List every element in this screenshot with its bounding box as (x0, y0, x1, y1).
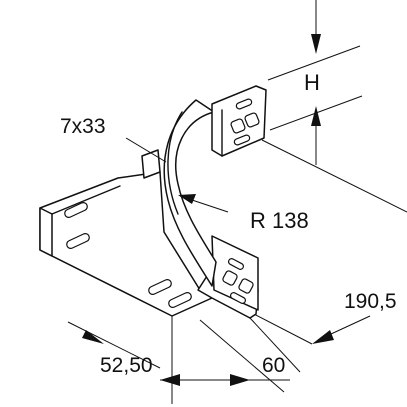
arrow-head (160, 374, 180, 386)
bracket-slot (233, 134, 251, 146)
slot (66, 233, 90, 249)
plate-fold (51, 185, 121, 215)
arrow-head (311, 106, 321, 126)
plate-edge (39, 207, 53, 257)
height-dimension: H (267, 0, 363, 165)
dim-line (67, 321, 161, 369)
slot (64, 202, 88, 218)
radius-callout: R 138 (178, 194, 309, 233)
arrow-head (230, 374, 250, 386)
tab (141, 149, 161, 179)
bottom-dimensions: 52,50 60 (67, 316, 301, 404)
strap-band (163, 99, 217, 287)
arrow-head (311, 34, 321, 54)
arrow-head (312, 330, 334, 344)
bracket-slot (235, 98, 253, 110)
extension-line (267, 45, 361, 81)
top-bracket (211, 85, 267, 157)
bracket-slot (227, 258, 245, 270)
bracket-hole (230, 118, 246, 134)
leader-line (125, 137, 167, 163)
arrow-head (178, 194, 196, 204)
arrow-head (82, 330, 104, 344)
bracket-hole (244, 112, 260, 128)
slot-size-callout: 7x33 (60, 115, 167, 163)
base-plate (39, 149, 213, 317)
height-label: H (304, 70, 320, 95)
width-right-label: 190,5 (344, 290, 397, 313)
slot (148, 279, 172, 295)
slot-size-label: 7x33 (60, 115, 106, 138)
strap-edge (167, 111, 183, 215)
extension-line (261, 139, 407, 213)
bracket-hole (222, 270, 238, 286)
width-right-dimension: 190,5 (312, 290, 397, 344)
width-bottom-label: 60 (262, 354, 285, 377)
extension-line (249, 317, 301, 373)
extension-line (249, 311, 313, 345)
bracket-hole (238, 278, 254, 294)
radius-label: R 138 (250, 208, 309, 233)
bracket-slot (229, 292, 247, 304)
curved-strap (163, 99, 217, 287)
offset-bottom-label: 52,50 (100, 354, 153, 377)
slot (168, 292, 192, 308)
